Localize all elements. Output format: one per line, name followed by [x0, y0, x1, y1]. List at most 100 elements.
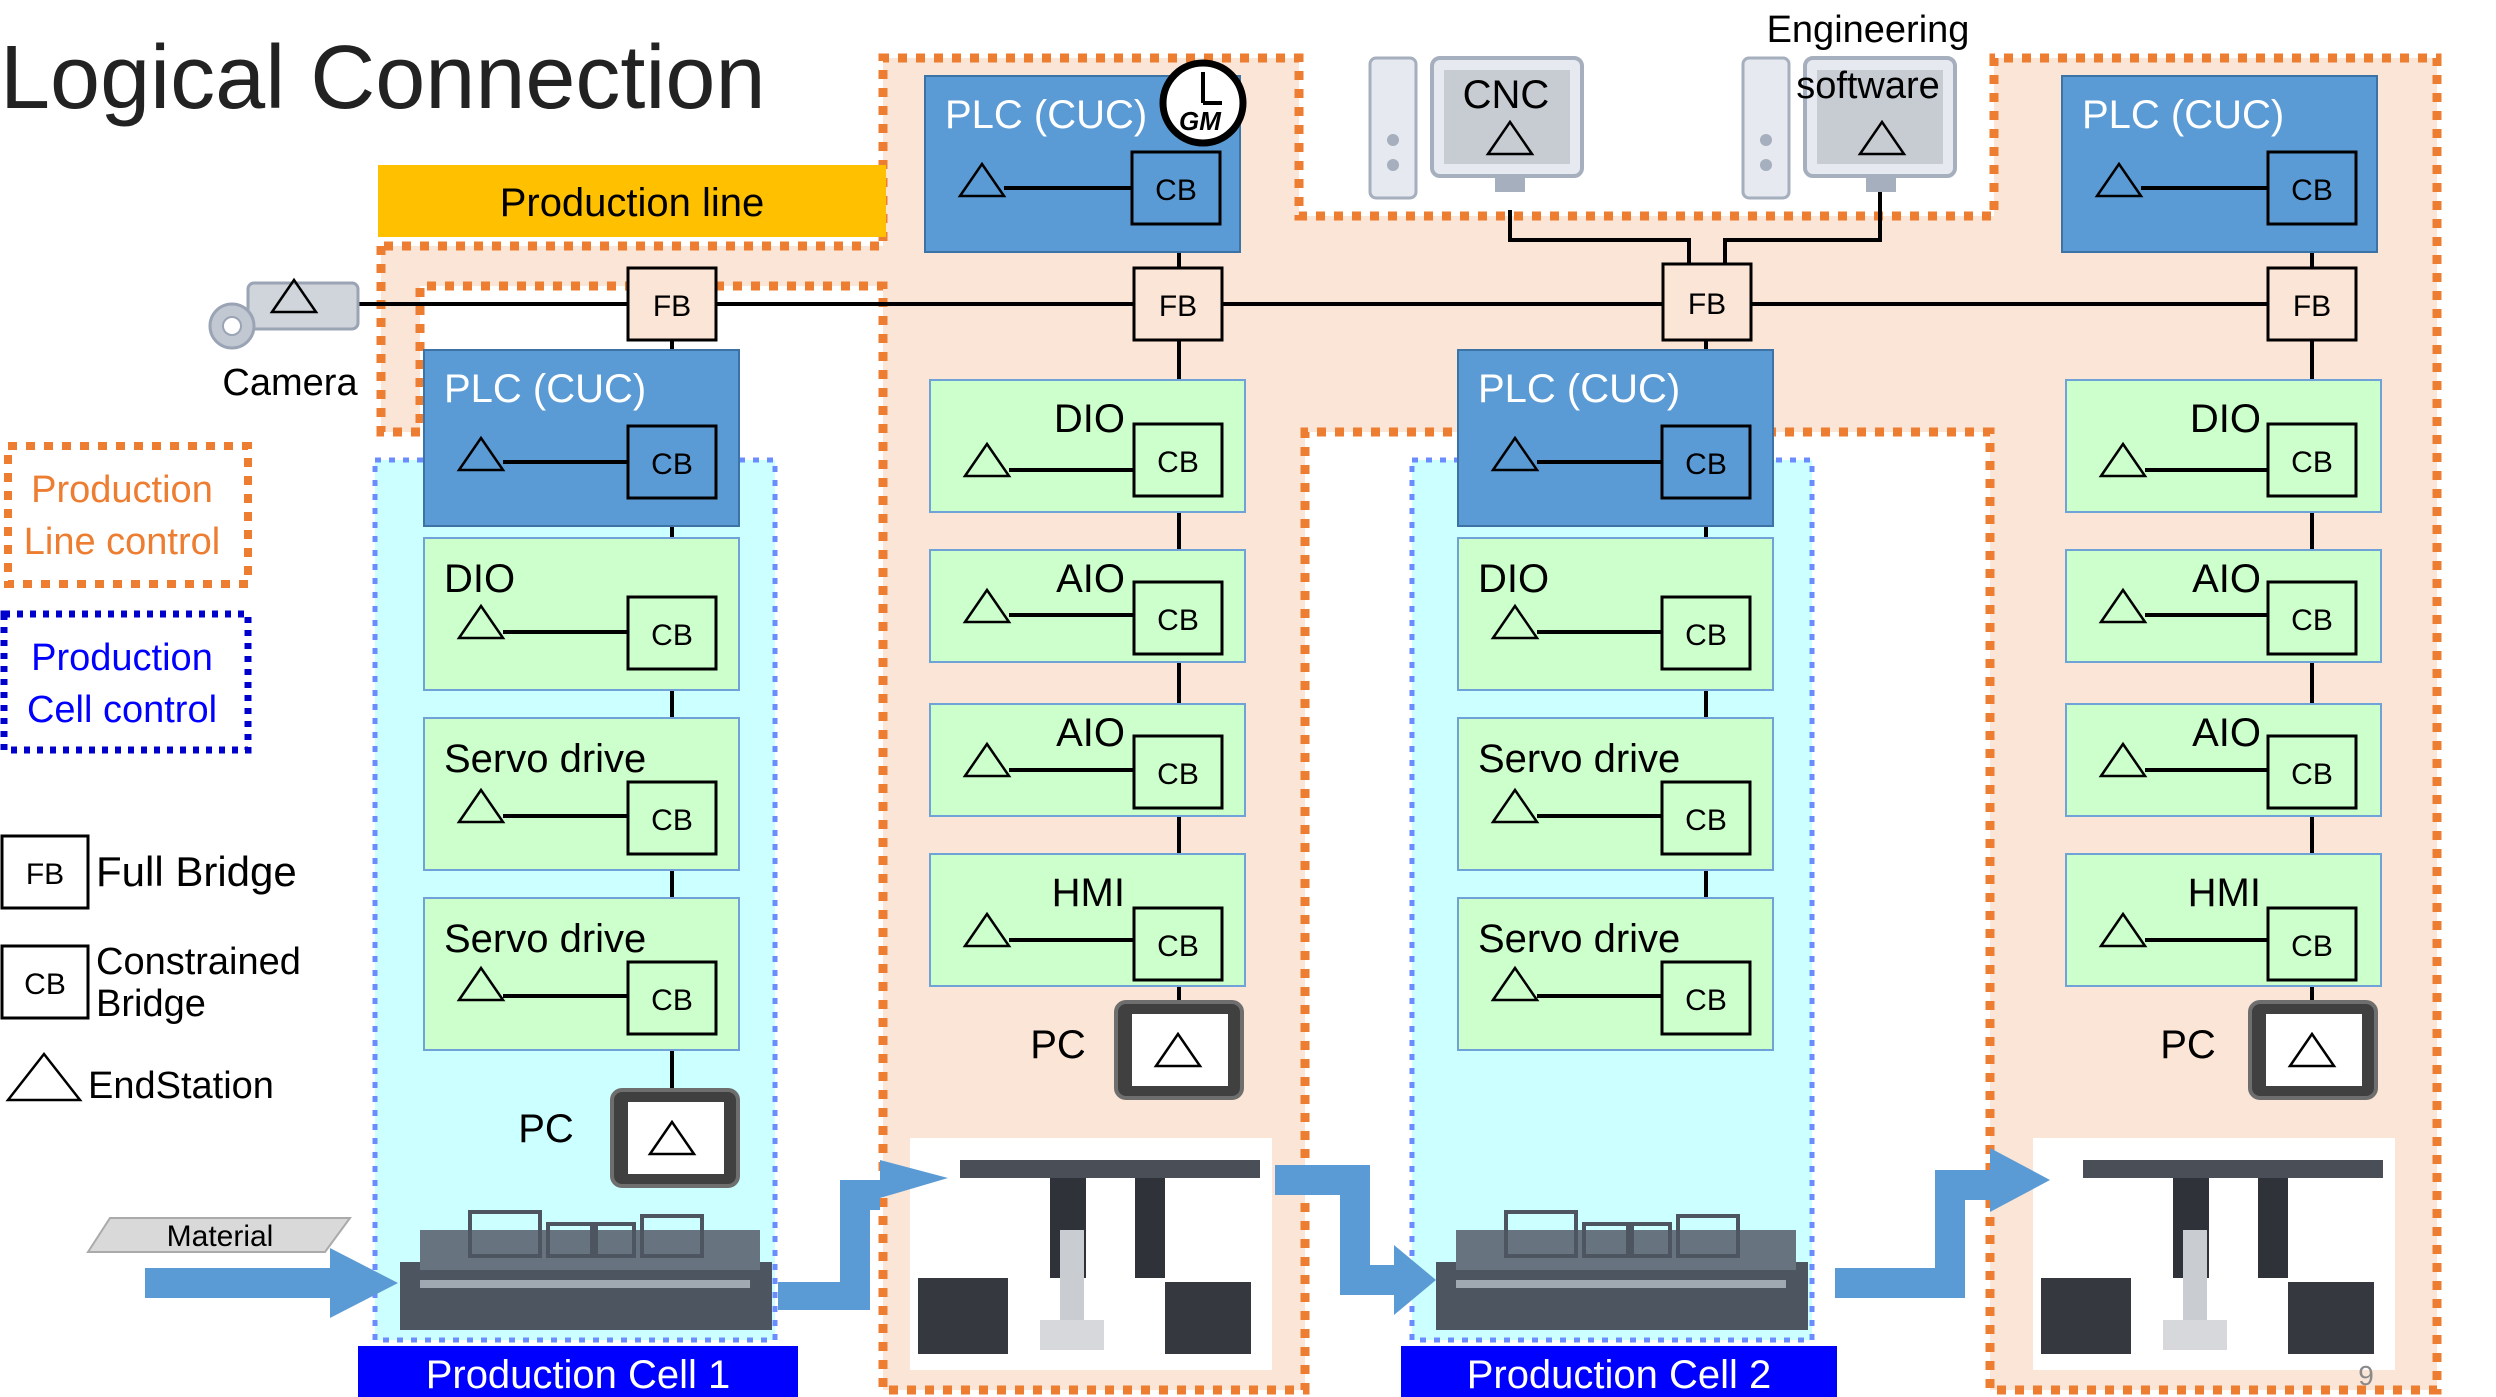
- line-a-module-2: AIO CB: [929, 549, 1246, 663]
- cell2-module-1: DIO CB: [1457, 537, 1774, 691]
- production-line-zone-top: [376, 53, 2442, 1395]
- line-b-module-2: AIO CB: [2065, 549, 2382, 663]
- plc-label: PLC (CUC): [444, 367, 646, 411]
- line-b-module-4: HMI CB: [2065, 853, 2382, 987]
- material-flow-arrows: [145, 1148, 2050, 1318]
- svg-text:Bridge: Bridge: [96, 983, 206, 1025]
- svg-text:CB: CB: [24, 968, 66, 1001]
- svg-text:Constrained: Constrained: [96, 941, 301, 983]
- plc-label: PLC (CUC): [945, 93, 1147, 137]
- production-line-label: Production line: [500, 181, 765, 225]
- cb-label: CB: [651, 448, 693, 481]
- material-tag: Material: [86, 1217, 352, 1253]
- pc-line-a-icon: [1114, 1000, 1244, 1100]
- svg-text:Full Bridge: Full Bridge: [96, 848, 297, 895]
- engineering-software-label-line1: Engineering: [1767, 9, 1970, 51]
- svg-text:Production: Production: [31, 637, 213, 679]
- svg-text:CB: CB: [2291, 446, 2333, 479]
- full-bridge-3: FB: [1661, 262, 1753, 342]
- engineering-software-computer-icon: [1741, 56, 1957, 200]
- legend-fb-symbol: [0, 834, 90, 910]
- cell1-module-2: Servo drive CB: [423, 717, 740, 871]
- svg-text:Material: Material: [167, 1220, 274, 1253]
- cell2-module-2: Servo drive CB: [1457, 717, 1774, 871]
- cell2-module-3: Servo drive CB: [1457, 897, 1774, 1051]
- page-number: 9: [2358, 1360, 2374, 1391]
- full-bridge-4: FB: [2266, 266, 2358, 342]
- svg-text:CB: CB: [1157, 930, 1199, 963]
- line-b-module-3: AIO CB: [2065, 703, 2382, 817]
- svg-text:CB: CB: [1157, 446, 1199, 479]
- svg-text:HMI: HMI: [1052, 871, 1125, 915]
- svg-text:Servo drive: Servo drive: [1478, 737, 1680, 781]
- cell2-label-box: [1401, 1346, 1837, 1397]
- full-bridge-2: FB: [1132, 266, 1224, 342]
- engineering-software-label-line2: software: [1796, 65, 1940, 107]
- svg-text:HMI: HMI: [2188, 871, 2261, 915]
- cell1-module-1: DIO CB: [423, 537, 740, 691]
- plc-cell-2: PLC (CUC) CB: [1457, 349, 1774, 527]
- line-a-module-3: AIO CB: [929, 703, 1246, 817]
- camera-label: Camera: [222, 362, 358, 404]
- svg-text:AIO: AIO: [1056, 557, 1125, 601]
- legend-end-station-symbol: [5, 1051, 83, 1102]
- full-bridge-1: FB: [626, 266, 718, 342]
- pc-label: PC: [518, 1107, 574, 1151]
- cb-label: CB: [2291, 174, 2333, 207]
- grandmaster-clock-icon: GM: [1159, 59, 1247, 147]
- svg-text:CB: CB: [1685, 804, 1727, 837]
- svg-text:FB: FB: [1159, 290, 1197, 323]
- svg-text:CB: CB: [2291, 930, 2333, 963]
- svg-text:AIO: AIO: [2192, 557, 2261, 601]
- line-a-module-4: HMI CB: [929, 853, 1246, 987]
- cb-label: CB: [1685, 448, 1727, 481]
- legend-cell-control-swatch: [0, 610, 252, 754]
- svg-text:Servo drive: Servo drive: [444, 917, 646, 961]
- svg-text:DIO: DIO: [444, 557, 515, 601]
- svg-text:FB: FB: [2293, 290, 2331, 323]
- plc-label: PLC (CUC): [2082, 93, 2284, 137]
- cnc-computer-icon: [1368, 56, 1584, 200]
- svg-text:Line control: Line control: [24, 521, 220, 563]
- svg-text:CB: CB: [651, 619, 693, 652]
- svg-text:Production: Production: [31, 469, 213, 511]
- production-line-banner: [378, 165, 886, 237]
- svg-text:FB: FB: [26, 858, 64, 891]
- line-a-module-1: DIO CB: [929, 379, 1246, 513]
- plc-cell-1: PLC (CUC) CB: [423, 349, 740, 527]
- pc-label: PC: [2160, 1023, 2216, 1067]
- legend-cb-symbol: [0, 944, 90, 1020]
- svg-text:EndStation: EndStation: [88, 1065, 274, 1107]
- svg-text:DIO: DIO: [1478, 557, 1549, 601]
- cell1-module-3: Servo drive CB: [423, 897, 740, 1051]
- svg-text:Cell control: Cell control: [27, 689, 217, 731]
- cell1-machine-image: [400, 1210, 772, 1330]
- svg-text:CB: CB: [2291, 604, 2333, 637]
- legend-line-control-swatch: [4, 442, 252, 588]
- line-b-module-1: DIO CB: [2065, 379, 2382, 513]
- pc-label: PC: [1030, 1023, 1086, 1067]
- svg-text:CB: CB: [1685, 619, 1727, 652]
- robot-line-b-image: [2033, 1138, 2395, 1370]
- cb-label: CB: [1155, 174, 1197, 207]
- svg-text:CB: CB: [1157, 758, 1199, 791]
- plc-top-1: PLC (CUC) CB GM: [924, 59, 1247, 253]
- svg-text:CB: CB: [2291, 758, 2333, 791]
- cnc-label: CNC: [1463, 73, 1550, 117]
- pc-cell1-icon: [610, 1088, 740, 1188]
- svg-text:DIO: DIO: [2190, 397, 2261, 441]
- robot-line-a-image: [910, 1138, 1272, 1370]
- svg-text:Servo drive: Servo drive: [444, 737, 646, 781]
- svg-text:CB: CB: [651, 984, 693, 1017]
- gm-label: GM: [1179, 106, 1222, 136]
- plc-label: PLC (CUC): [1478, 367, 1680, 411]
- legend: Production Line control Production Cell …: [0, 442, 301, 1107]
- svg-text:AIO: AIO: [1056, 711, 1125, 755]
- svg-text:FB: FB: [653, 290, 691, 323]
- cell1-label: Production Cell 1: [426, 1353, 731, 1397]
- svg-text:AIO: AIO: [2192, 711, 2261, 755]
- page-title: Logical Connection: [0, 28, 766, 128]
- svg-text:Servo drive: Servo drive: [1478, 917, 1680, 961]
- svg-text:DIO: DIO: [1054, 397, 1125, 441]
